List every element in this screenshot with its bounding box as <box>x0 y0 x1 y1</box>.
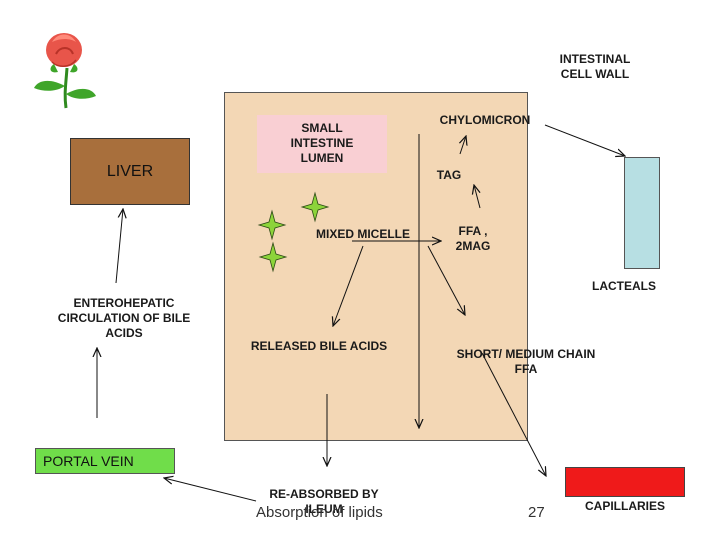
arrow-to-lacteals <box>544 124 625 156</box>
tag-label: TAG <box>436 168 462 182</box>
arrow-to-liver <box>115 209 123 284</box>
lacteals-label: LACTEALS <box>592 279 656 293</box>
released-bile-acids-label: RELEASED BILE ACIDS <box>250 339 388 353</box>
star-icon <box>258 241 288 273</box>
arrow-tag-to-chylomicron <box>460 136 466 155</box>
star-icon <box>257 209 287 241</box>
intestinal-cell-wall-label: INTESTINAL CELL WALL <box>559 52 631 81</box>
arrow-micelle-to-bile-acids <box>333 245 364 326</box>
mixed-micelle-label: MIXED MICELLE <box>315 227 410 241</box>
liver-label: LIVER <box>106 162 154 180</box>
footer-title: Absorption of lipids <box>256 504 383 521</box>
arrow-micelle-to-short-chain <box>427 245 465 315</box>
page-number: 27 <box>528 504 545 521</box>
ffa-2mag-label: FFA , 2MAG <box>455 224 491 253</box>
chylomicron-label: CHYLOMICRON <box>439 113 531 127</box>
liver-box: LIVER <box>70 138 190 205</box>
arrow-ffa-to-tag <box>474 185 480 209</box>
portal-vein-box: PORTAL VEIN <box>35 448 175 474</box>
lacteal-box <box>624 157 660 269</box>
short-medium-chain-ffa-label: SHORT/ MEDIUM CHAIN FFA <box>456 347 596 376</box>
small-intestine-lumen-box <box>257 115 387 173</box>
star-icon <box>300 191 330 223</box>
enterohepatic-label: ENTEROHEPATIC CIRCULATION OF BILE ACIDS <box>57 296 191 340</box>
rose-icon <box>34 33 96 109</box>
reabsorbed-by-ileum-label: RE-ABSORBED BY ILEUM <box>269 487 379 516</box>
arrow-to-capillaries <box>481 352 546 476</box>
portal-vein-label: PORTAL VEIN <box>43 453 134 469</box>
small-intestine-lumen-label: SMALL INTESTINE LUMEN <box>290 121 354 165</box>
capillaries-label: CAPILLARIES <box>584 499 665 513</box>
capillaries-box <box>565 467 685 497</box>
arrow-ileum-to-portal <box>164 478 257 502</box>
